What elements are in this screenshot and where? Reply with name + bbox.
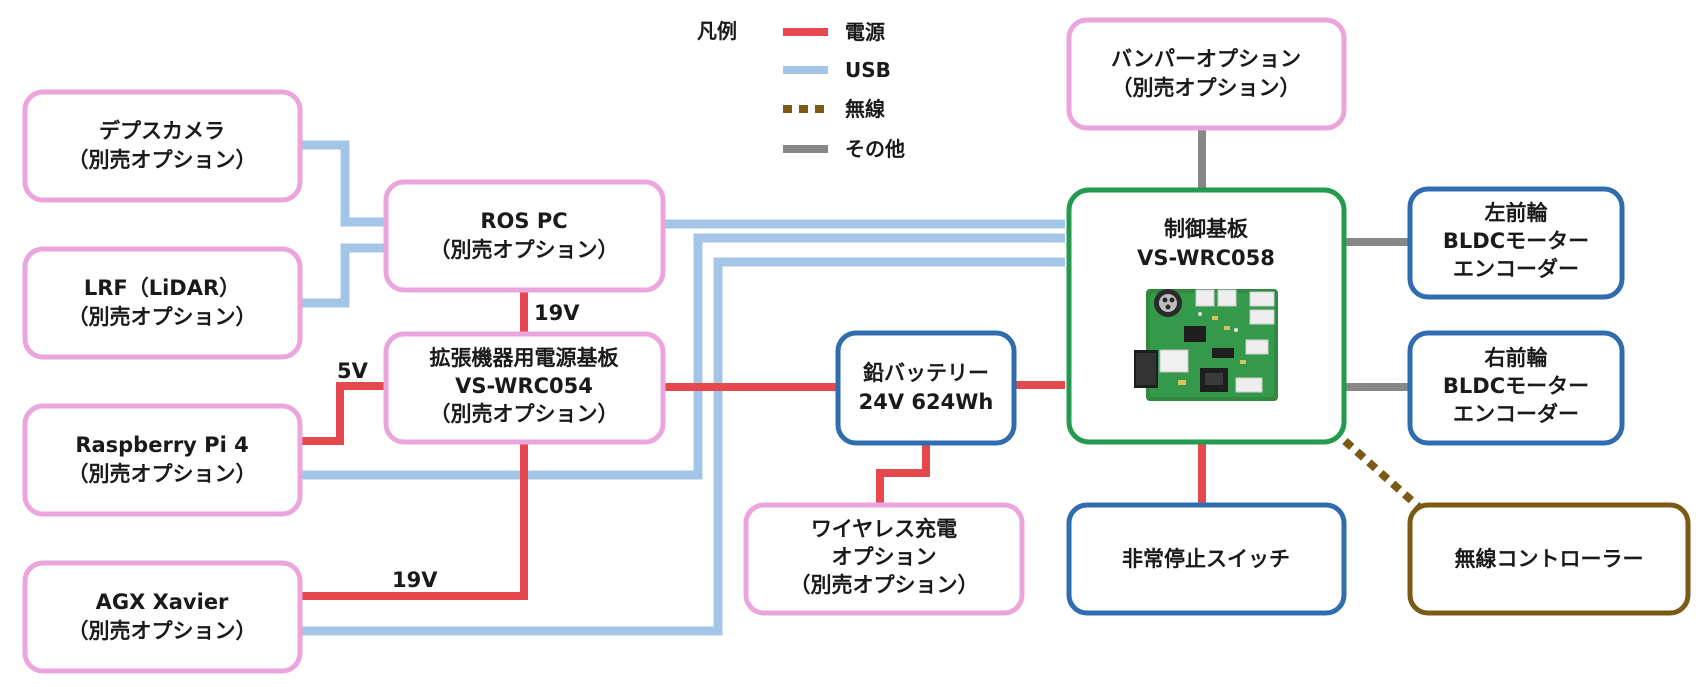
node-emergency-stop-line-1: 非常停止スイッチ <box>1122 547 1290 571</box>
legend-label-power: 電源 <box>845 20 885 44</box>
legend: 凡例 電源 USB 無線 その他 <box>697 19 905 161</box>
power-line-battery-wireless-charging <box>876 443 930 505</box>
node-depth-camera: デプスカメラ （別売オプション） <box>22 89 303 203</box>
node-lead-battery-line-1: 鉛バッテリー <box>863 361 989 385</box>
node-power-board-line-2: VS-WRC054 <box>455 374 593 398</box>
edge-label-raspberry-5v: 5V <box>337 359 369 383</box>
node-control-board: 制御基板 VS-WRC058 <box>1066 187 1347 445</box>
legend-label-usb: USB <box>845 58 891 82</box>
node-wireless-charging-line-1: ワイヤレス充電 <box>811 517 957 541</box>
node-lead-battery: 鉛バッテリー 24V 624Wh <box>835 330 1017 446</box>
node-left-wheel: 左前輪 BLDCモーター エンコーダー <box>1407 186 1625 300</box>
node-raspberry-pi-line-1: Raspberry Pi 4 <box>75 433 248 457</box>
node-lead-battery-line-2: 24V 624Wh <box>859 390 994 414</box>
node-control-board-line-2: VS-WRC058 <box>1137 246 1275 270</box>
node-wireless-charging-line-2: オプション <box>832 545 937 569</box>
node-power-board: 拡張機器用電源基板 VS-WRC054 （別売オプション） <box>383 331 666 445</box>
node-lrf-line-2: （別売オプション） <box>68 305 257 329</box>
node-power-board-line-3: （別売オプション） <box>430 402 619 426</box>
node-control-board-line-1: 制御基板 <box>1164 217 1249 241</box>
connections <box>300 128 1423 636</box>
power-line-agx-power-board <box>300 442 528 600</box>
legend-title: 凡例 <box>697 19 737 43</box>
node-right-wheel-line-2: BLDCモーター <box>1443 374 1589 398</box>
usb-line-depth-camera-ros-pc <box>300 140 386 227</box>
node-bumper-line-1: バンパーオプション <box>1111 47 1301 71</box>
node-raspberry-pi-line-2: （別売オプション） <box>68 462 257 486</box>
usb-line-lrf-ros-pc <box>300 243 386 308</box>
node-wireless-charging: ワイヤレス充電 オプション （別売オプション） <box>743 502 1025 616</box>
node-left-wheel-line-3: エンコーダー <box>1453 257 1579 281</box>
node-right-wheel-line-3: エンコーダー <box>1453 402 1579 426</box>
edge-label-agx-19v: 19V <box>392 568 438 592</box>
nodes: デプスカメラ （別売オプション） LRF（LiDAR） （別売オプション） Ra… <box>22 17 1691 674</box>
node-depth-camera-line-1: デプスカメラ <box>99 119 225 143</box>
node-emergency-stop: 非常停止スイッチ <box>1066 502 1347 616</box>
legend-label-other: その他 <box>845 137 905 161</box>
node-ros-pc: ROS PC （別売オプション） <box>383 179 666 293</box>
node-lrf: LRF（LiDAR） （別売オプション） <box>22 246 303 360</box>
node-left-wheel-line-2: BLDCモーター <box>1443 229 1589 253</box>
edge-label-ros-pc-19v: 19V <box>534 301 580 325</box>
node-bumper-line-2: （別売オプション） <box>1112 76 1301 100</box>
node-depth-camera-line-2: （別売オプション） <box>68 148 257 172</box>
node-wireless-charging-line-3: （別売オプション） <box>790 573 979 597</box>
wireless-line-control-board-controller <box>1342 438 1423 511</box>
node-left-wheel-line-1: 左前輪 <box>1485 201 1549 225</box>
node-right-wheel-line-1: 右前輪 <box>1485 346 1549 370</box>
edge-labels: 19V 5V 19V <box>337 301 580 592</box>
node-raspberry-pi: Raspberry Pi 4 （別売オプション） <box>22 403 303 517</box>
node-ros-pc-line-2: （別売オプション） <box>430 238 619 262</box>
legend-label-wireless: 無線 <box>845 97 885 121</box>
node-agx-xavier: AGX Xavier （別売オプション） <box>22 560 303 674</box>
node-agx-xavier-line-1: AGX Xavier <box>96 590 229 614</box>
node-wireless-controller: 無線コントローラー <box>1407 502 1691 616</box>
node-bumper: バンパーオプション （別売オプション） <box>1066 17 1347 131</box>
node-agx-xavier-line-2: （別売オプション） <box>68 619 257 643</box>
node-power-board-line-1: 拡張機器用電源基板 <box>430 346 620 370</box>
node-ros-pc-line-1: ROS PC <box>480 209 567 233</box>
control-board-pcb-illustration <box>1134 289 1278 401</box>
usb-line-raspberry-control-board <box>300 233 1065 480</box>
node-wireless-controller-line-1: 無線コントローラー <box>1455 547 1644 571</box>
node-right-wheel: 右前輪 BLDCモーター エンコーダー <box>1407 330 1625 446</box>
power-line-raspberry-power-board <box>300 382 386 445</box>
node-lrf-line-1: LRF（LiDAR） <box>84 276 240 300</box>
usb-line-agx-control-board <box>300 257 1065 636</box>
